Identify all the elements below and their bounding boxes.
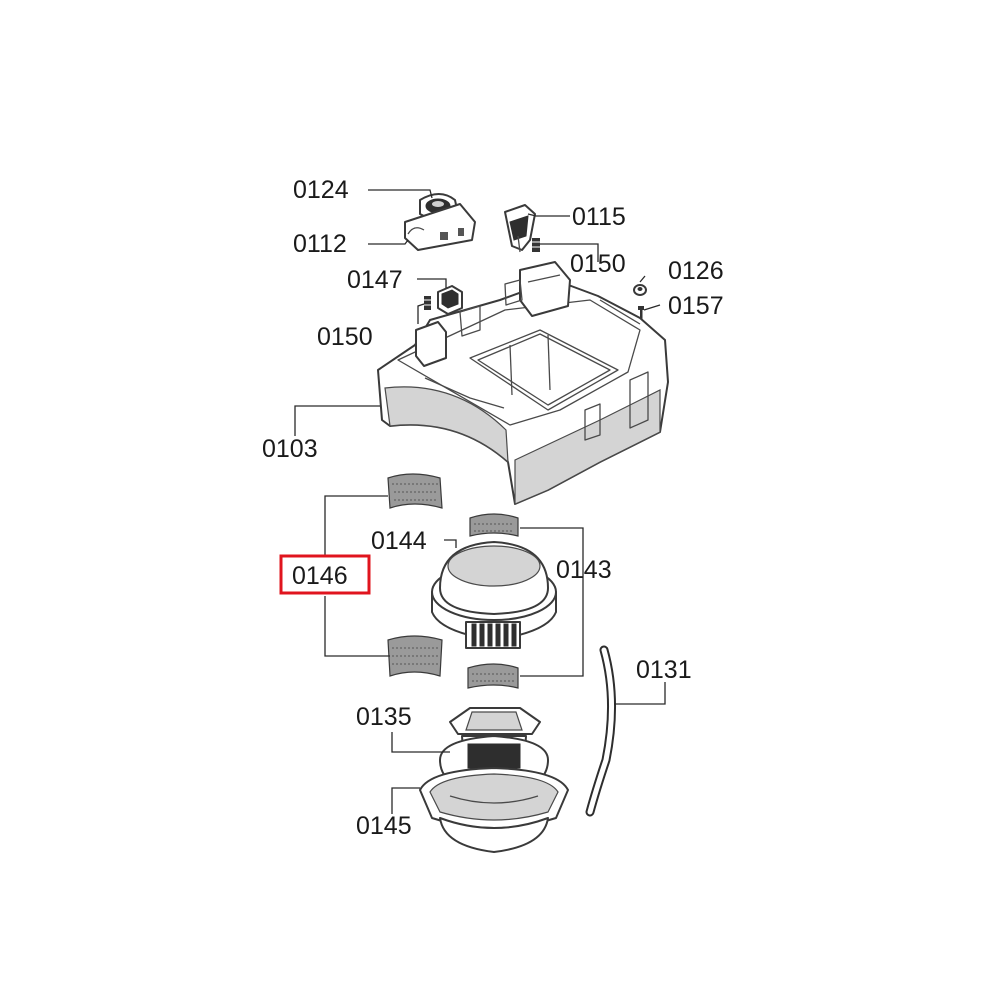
part-0143-filter-top (469, 513, 519, 537)
label-0146: 0146 (292, 562, 348, 590)
label-0145: 0145 (356, 812, 412, 840)
part-0126-nut (633, 284, 647, 296)
label-0143: 0143 (556, 556, 612, 584)
label-0112: 0112 (293, 230, 347, 258)
part-0145-motor-base (419, 767, 569, 853)
label-0150-left: 0150 (317, 323, 373, 351)
part-0144-motor-cover (431, 541, 557, 649)
leader-lines (294, 189, 666, 814)
label-0135: 0135 (356, 703, 412, 731)
part-0146-filter-bottom (387, 635, 443, 677)
part-0115-clip (504, 204, 536, 253)
part-0150-spring-top (532, 238, 540, 252)
part-0143-filter-bottom (467, 663, 519, 689)
label-0124: 0124 (293, 176, 349, 204)
part-0147-button (437, 285, 463, 315)
label-0131: 0131 (636, 656, 692, 684)
label-0144: 0144 (371, 527, 427, 555)
part-0150-spring-left (424, 296, 431, 310)
label-0103: 0103 (262, 435, 318, 463)
part-0157-screw (638, 306, 644, 324)
label-0150-top: 0150 (570, 250, 626, 278)
part-0131-hose (585, 645, 617, 817)
part-0112-cover (404, 203, 476, 251)
highlight-box-0146 (279, 554, 371, 595)
label-0157: 0157 (668, 292, 724, 320)
part-0103-housing (377, 261, 669, 505)
part-0146-filter-top (387, 473, 443, 509)
label-0147: 0147 (347, 266, 403, 294)
label-0126: 0126 (668, 257, 724, 285)
label-0115: 0115 (572, 203, 626, 231)
